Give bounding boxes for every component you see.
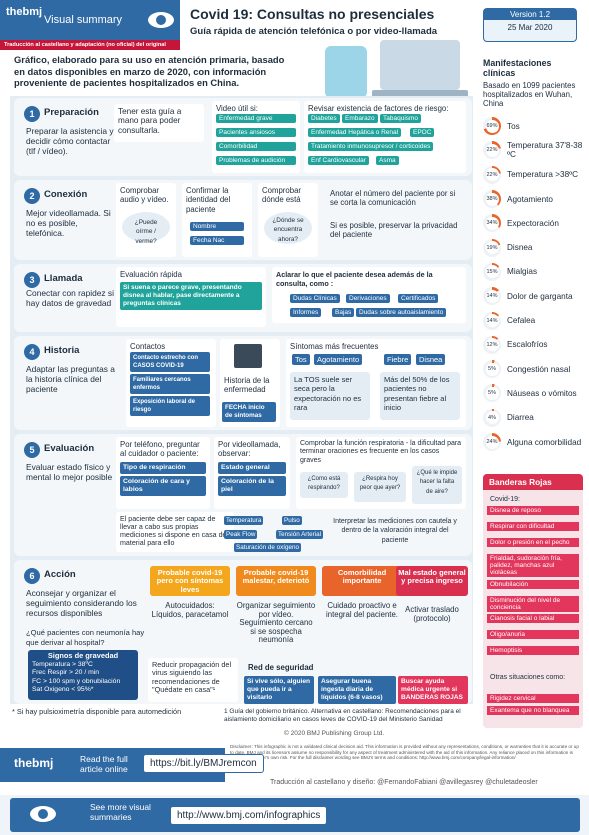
copyright: © 2020 BMJ Publishing Group Ltd. (284, 730, 385, 737)
red-flag-item: Hemoptisis (487, 646, 579, 655)
percent-ring: 5% (483, 384, 501, 403)
percent-ring: 4% (483, 408, 501, 427)
laptop-illustration-icon (372, 40, 468, 98)
phone-illustration-icon (325, 46, 367, 98)
percent-ring: 15% (483, 262, 501, 281)
red-flag-item: Frialdad, sudoración fría, palidez, manc… (487, 554, 579, 577)
section-evaluacion: 5 Evaluación Evaluar estado físico y men… (14, 434, 472, 556)
article-link[interactable]: https://bit.ly/BMJremcon (143, 754, 264, 773)
symptom-label: Escalofríos (507, 340, 548, 350)
symptom-row: 14% Cefalea (483, 308, 583, 332)
symptom-row: 14% Dolor de garganta (483, 284, 583, 308)
percent-ring: 12% (483, 335, 501, 354)
symptom-row: 24% Alguna comorbilidad (483, 430, 583, 454)
symptom-label: Expectoración (507, 218, 559, 228)
translation-note: Traducción al castellano y adaptación (n… (0, 40, 180, 50)
percent-ring: 38% (483, 190, 501, 209)
percent-ring: 22% (483, 165, 501, 184)
red-flag-item: Dolor o presión en el pecho (487, 538, 579, 547)
eye-icon (148, 12, 174, 28)
red-flags-title: Banderas Rojas (483, 474, 583, 490)
section-preparacion: 1 Preparación Preparar la asistencia y d… (14, 98, 472, 176)
see-more-summaries: See more visual summaries (90, 802, 151, 822)
page-subtitle: Guía rápida de atención telefónica o por… (190, 26, 438, 37)
section-llamada: 3 Llamada Conectar con rapidez si hay da… (14, 264, 472, 332)
footer-bmj-logo: thebmj (14, 756, 54, 770)
percent-ring: 34% (483, 214, 501, 233)
infographics-link[interactable]: http://www.bmj.com/infographics (170, 806, 328, 825)
symptom-label: Temperatura >38ºC (507, 170, 579, 180)
percent-ring: 5% (483, 360, 501, 379)
symptom-row: 5% Náuseas o vómitos (483, 381, 583, 405)
clinical-manifestations: Manifestaciones clínicas Basado en 1099 … (483, 58, 583, 454)
symptom-row: 19% Disnea (483, 235, 583, 259)
percent-ring: 24% (483, 433, 501, 451)
symptom-label: Disnea (507, 243, 533, 253)
symptom-label: Diarrea (507, 413, 534, 423)
percent-ring: 14% (483, 287, 501, 306)
symptom-label: Congestión nasal (507, 364, 571, 374)
pulseox-note: * Si hay pulsioximetría disponible para … (12, 707, 182, 716)
disclaimer: Disclaimer: This infographic is not a va… (230, 744, 579, 761)
red-flag-item: Disnea de reposo (487, 506, 579, 515)
symptom-row: 12% Escalofríos (483, 333, 583, 357)
red-flag-item: Disminución del nivel de conciencia (487, 596, 579, 612)
calendar-icon (234, 344, 262, 368)
section-historia: 4 Historia Adaptar las preguntas a la hi… (14, 336, 472, 430)
page-title: Covid 19: Consultas no presenciales (190, 6, 435, 22)
red-flag-item: Oligo/anuria (487, 630, 579, 639)
symptom-label: Agotamiento (507, 194, 553, 204)
percent-ring: 22% (483, 141, 501, 160)
symptom-label: Mialgias (507, 267, 538, 277)
percent-ring: 19% (483, 238, 501, 257)
symptom-label: Alguna comorbilidad (507, 437, 582, 447)
symptom-row: 5% Congestión nasal (483, 357, 583, 381)
symptom-row: 69% Tos (483, 114, 583, 138)
eye-icon (30, 806, 56, 822)
symptom-row: 34% Expectoración (483, 211, 583, 235)
symptom-row: 22% Temperatura 37'8-38 ºC (483, 138, 583, 162)
red-flag-item: Respirar con dificultad (487, 522, 579, 531)
translation-credit: Traducción al castellano y diseño: @Fern… (270, 779, 538, 786)
symptom-label: Náuseas o vómitos (507, 388, 577, 398)
symptom-label: Tos (507, 121, 520, 131)
intro-text: Gráfico, elaborado para su uso en atenci… (14, 54, 285, 88)
visual-summary-label: Visual summary (44, 14, 123, 26)
section-conexion: 2 Conexión Mejor videollamada. Si no es … (14, 180, 472, 260)
red-flag-item: Cianosis facial o labial (487, 614, 579, 623)
symptom-row: 15% Mialgias (483, 260, 583, 284)
red-flag-item: Obnubilación (487, 580, 579, 589)
symptom-label: Cefalea (507, 316, 536, 326)
symptom-label: Temperatura 37'8-38 ºC (507, 141, 583, 160)
percent-ring: 14% (483, 311, 501, 330)
symptom-row: 38% Agotamiento (483, 187, 583, 211)
symptom-row: 22% Temperatura >38ºC (483, 163, 583, 187)
symptom-label: Dolor de garganta (507, 291, 573, 301)
read-full-article: Read the full article online (80, 754, 128, 774)
percent-ring: 69% (483, 117, 501, 136)
footnote: 1 Guía del gobierno británico. Alternati… (224, 708, 461, 723)
bmj-logo: thebmj (6, 6, 43, 18)
symptom-row: 4% Diarrea (483, 406, 583, 430)
